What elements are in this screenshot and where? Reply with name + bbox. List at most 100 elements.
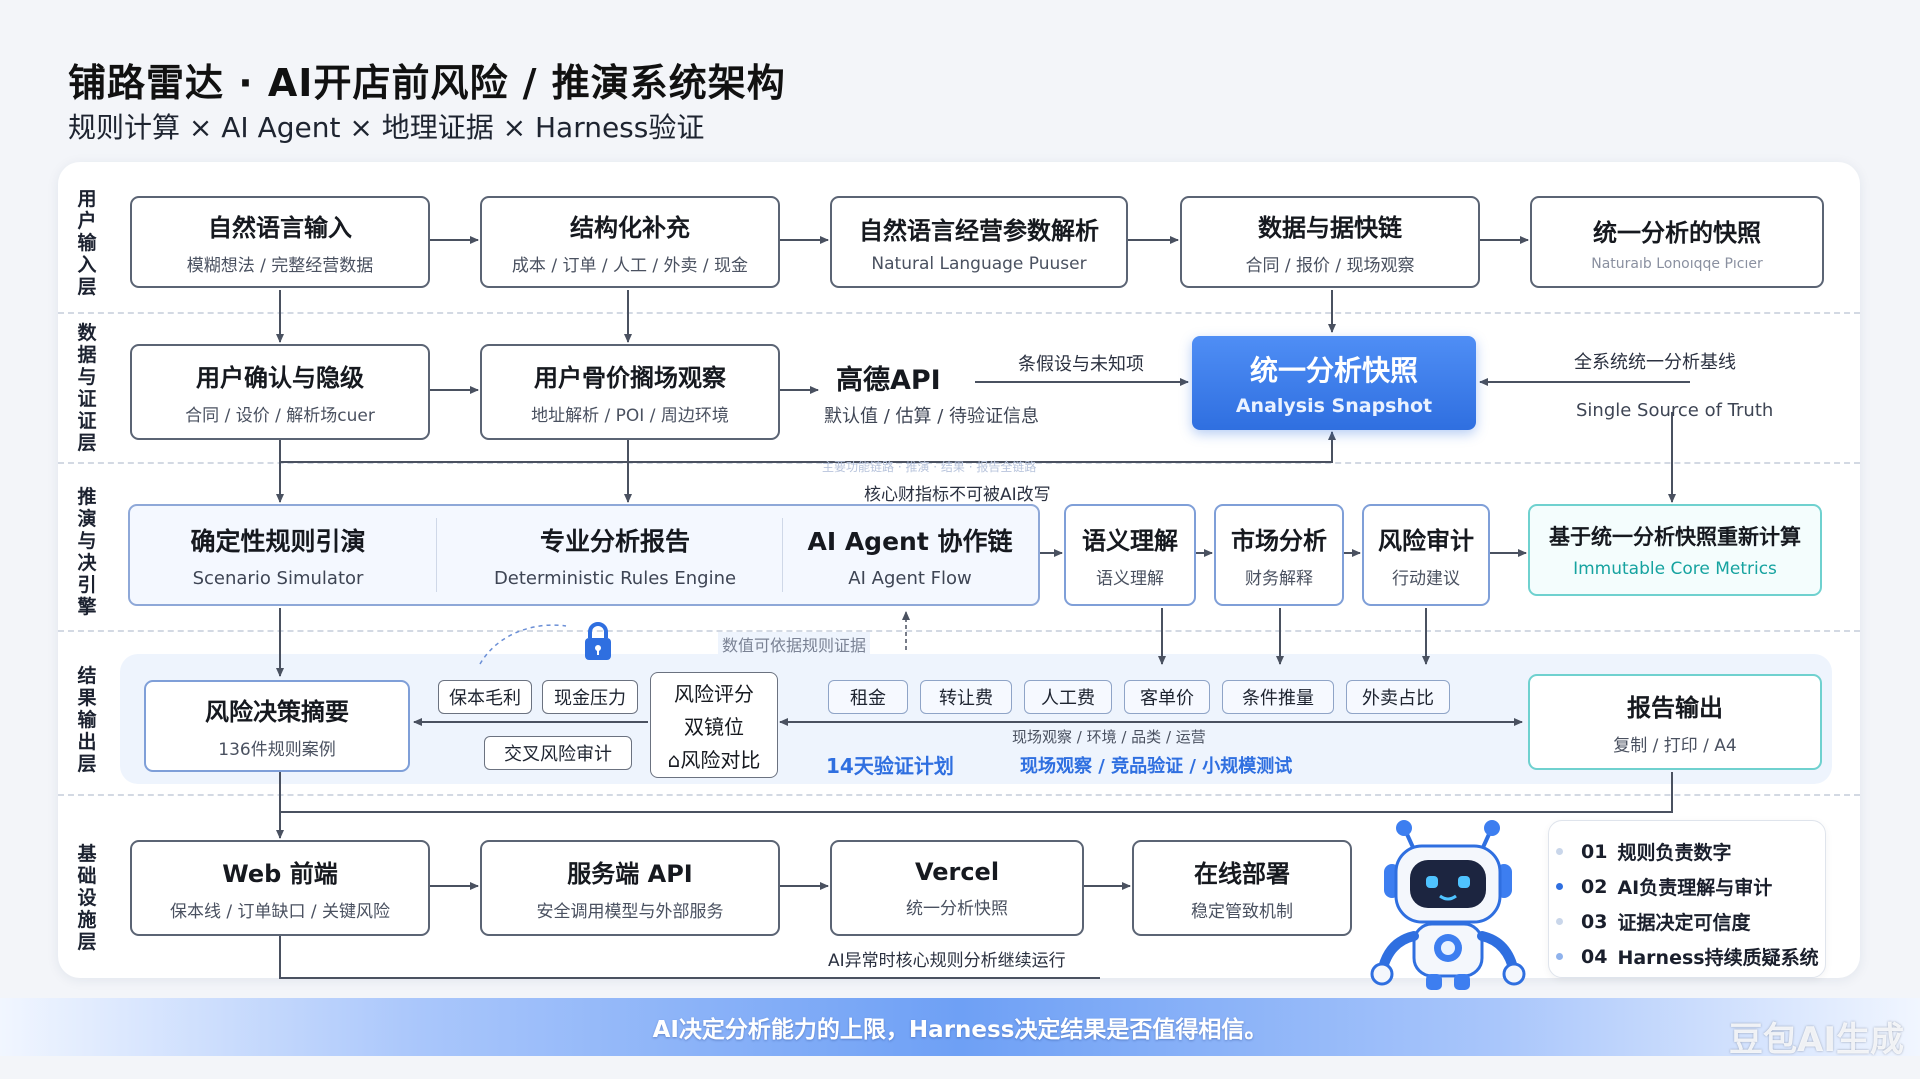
principle-text: AI负责理解与审计: [1617, 877, 1773, 899]
node-risk-audit: 风险审计 行动建议: [1362, 504, 1490, 606]
layer-label-output: 结果输出层: [70, 664, 104, 776]
node-subtitle: 模糊想法 / 完整经营数据: [186, 256, 374, 276]
node-subtitle: 合同 / 报价 / 现场观察: [1245, 256, 1415, 276]
node-title: 统一分析的快照: [1593, 218, 1761, 247]
layer-label-data: 数据与证证层: [70, 322, 104, 454]
layer-label-char: 输: [77, 232, 97, 254]
node-subtitle: Immutable Core Metrics: [1573, 559, 1777, 579]
layer-label-char: 与: [77, 530, 97, 552]
node-web-frontend: Web 前端 保本线 / 订单缺口 / 关键风险: [130, 840, 430, 936]
gaode-api-title: 高德API: [836, 365, 941, 396]
bullet-icon: [1556, 848, 1563, 855]
layer-label-char: 层: [77, 276, 97, 298]
engine-item-subtitle: Deterministic Rules Engine: [493, 567, 737, 589]
principle-number: 02: [1581, 875, 1608, 898]
principle-item: 03 证据决定可信度: [1556, 908, 1750, 935]
layer-label-char: 数: [77, 322, 97, 344]
layer-label-char: 出: [77, 731, 97, 753]
layer-label-char: 推: [77, 486, 97, 508]
node-title: 风险审计: [1378, 527, 1474, 555]
engine-item-title: 专业分析报告: [539, 526, 690, 556]
page-subtitle: 规则计算 × AI Agent × 地理证据 × Harness验证: [68, 111, 705, 144]
layer-label-char: 施: [77, 909, 97, 931]
principle-text: Harness持续质疑系统: [1617, 947, 1819, 969]
layer-label-char: 用: [77, 188, 97, 210]
layer-divider: [58, 312, 1860, 314]
principle-item: 04 Harness持续质疑系统: [1556, 943, 1819, 970]
node-online-deploy: 在线部署 稳定管致机制: [1132, 840, 1352, 936]
layer-label-char: 结: [77, 665, 97, 687]
principle-item: 02 AI负责理解与审计: [1556, 873, 1772, 900]
node-subtitle: 保本线 / 订单缺口 / 关键风险: [169, 902, 391, 922]
bullet-icon: [1556, 883, 1563, 890]
tag-transfer-fee: 转让费: [920, 680, 1012, 714]
node-vercel: Vercel 统一分析快照: [830, 840, 1084, 936]
node-title: 在线部署: [1194, 860, 1290, 888]
node-subtitle: 行动建议: [1392, 569, 1460, 589]
engine-analysis-report: 专业分析报告 Deterministic Rules Engine: [440, 504, 790, 606]
layer-label-char: 基: [77, 843, 97, 865]
node-title: 报告输出: [1627, 694, 1723, 722]
validation-caption: 数值可依据规则证据: [718, 632, 871, 656]
layer-label-char: 设: [77, 887, 97, 909]
layer-label-char: 入: [77, 254, 97, 276]
node-subtitle: 财务解释: [1245, 569, 1313, 589]
layer-label-char: 础: [77, 865, 97, 887]
tags-caption: 现场观察 / 环境 / 品类 / 运营: [1012, 728, 1206, 746]
layer-label-char: 决: [77, 552, 97, 574]
node-title: 基于统一分析快照重新计算: [1549, 525, 1801, 549]
node-title: 数据与据快链: [1258, 214, 1402, 242]
node-subtitle: Natural Language Puuser: [871, 253, 1087, 274]
principle-text: 规则负责数字: [1617, 842, 1732, 864]
engine-item-subtitle: Scenario Simulator: [192, 567, 364, 589]
node-unified-snapshot-input: 统一分析的快照 Naturaıb Lonoıqqe Pıcıer: [1530, 196, 1824, 288]
layer-label-char: 层: [77, 753, 97, 775]
engine-agent-flow: AI Agent 协作链 AI Agent Flow: [790, 504, 1030, 606]
principle-text: 证据决定可信度: [1617, 912, 1751, 934]
validation-plan-label: 14天验证计划: [826, 754, 954, 778]
node-data-evidence-chain: 数据与据快链 合同 / 报价 / 现场观察: [1180, 196, 1480, 288]
node-natural-language-input: 自然语言输入 模糊想法 / 完整经营数据: [130, 196, 430, 288]
engine-rules-simulator: 确定性规则引演 Scenario Simulator: [128, 504, 428, 606]
validation-plan-steps: 现场观察 / 竞品验证 / 小规模测试: [1020, 756, 1293, 777]
risk-score-box: 风险评分 双镜位 ⌂风险对比: [650, 672, 778, 778]
node-param-parser: 自然语言经营参数解析 Natural Language Puuser: [830, 196, 1128, 288]
node-title: Vercel: [914, 857, 1000, 886]
layer-label-char: 与: [77, 366, 97, 388]
principle-number: 04: [1581, 945, 1608, 968]
node-title: Web 前端: [222, 860, 338, 888]
node-report-output: 报告输出 复制 / 打印 / A4: [1528, 674, 1822, 770]
tag-labor-cost: 人工费: [1024, 680, 1112, 714]
tag-cash-pressure: 现金压力: [542, 680, 638, 714]
layer-label-char: 果: [77, 687, 97, 709]
robot-mascot-icon: [1368, 812, 1528, 992]
bullet-icon: [1556, 953, 1563, 960]
tag-delivery-share: 外卖占比: [1346, 680, 1450, 714]
watermark: 豆包AI生成: [1729, 1020, 1904, 1060]
node-title: 结构化补充: [570, 214, 690, 242]
node-title: 服务端 API: [567, 860, 693, 888]
node-subtitle: Analysis Snapshot: [1235, 395, 1433, 417]
fallback-note: AI异常时核心规则分析继续运行: [824, 946, 1070, 971]
engine-container: [128, 504, 1040, 606]
node-analysis-snapshot: 统一分析快照 Analysis Snapshot: [1192, 336, 1476, 430]
node-risk-summary: 风险决策摘要 136件规则案例: [144, 680, 410, 772]
layer-label-char: 演: [77, 508, 97, 530]
lock-icon: [580, 620, 616, 662]
engine-item-title: 确定性规则引演: [190, 526, 366, 556]
assumptions-label: 条假设与未知项: [1018, 354, 1144, 375]
layer-label-char: 户: [77, 210, 97, 232]
layer-label-char: 层: [77, 931, 97, 953]
node-title: 用户骨价搁场观察: [534, 364, 726, 392]
node-title: 统一分析快照: [1249, 354, 1418, 387]
node-subtitle: 地址解析 / POI / 周边环境: [531, 406, 729, 426]
engine-item-title: AI Agent 协作链: [807, 526, 1013, 556]
engine-item-subtitle: AI Agent Flow: [848, 567, 972, 589]
node-user-confirm: 用户确认与隐级 合同 / 设价 / 解析场cuer: [130, 344, 430, 440]
layer-divider: [58, 630, 1860, 632]
node-subtitle: Naturaıb Lonoıqqe Pıcıer: [1591, 255, 1763, 272]
risk-score-line: ⌂风险对比: [667, 747, 761, 772]
layer-label-input: 用户输入层: [70, 188, 104, 298]
node-title: 语义理解: [1082, 527, 1178, 555]
